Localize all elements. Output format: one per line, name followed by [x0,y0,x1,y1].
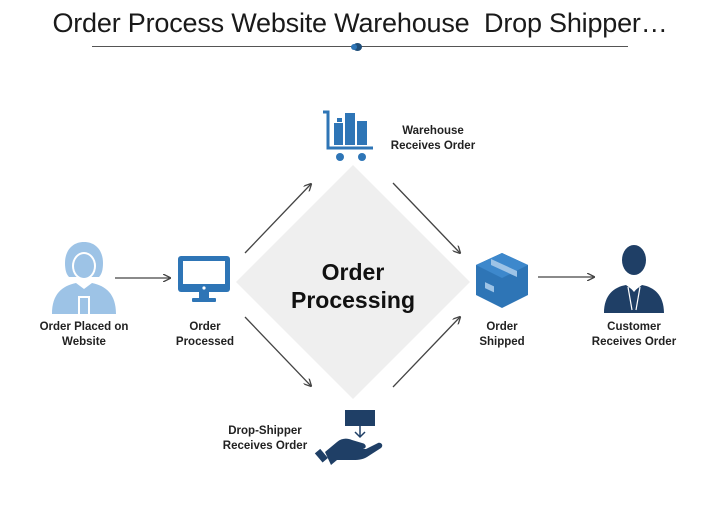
node-label-customer-receives: Customer Receives Order [574,320,694,350]
monitor-icon [178,256,230,302]
center-label-line2: Processing [291,287,415,313]
page-title: Order Process Website Warehouse Drop Shi… [52,8,668,38]
box-icon [476,253,528,308]
label-line: Customer [607,321,661,333]
arrow-dropshipper-to-shipped [392,317,460,388]
label-line: Drop-Shipper [228,425,302,437]
center-label: Order Processing [270,258,436,314]
label-line: Processed [175,336,235,348]
node-label-warehouse: Warehouse Receives Order [378,124,488,154]
person-male-icon [604,245,664,313]
hand-package-icon [314,410,383,465]
node-label-order-placed: Order Placed on Website [24,320,144,350]
arrow-processed-to-warehouse [244,184,311,254]
label-line: Receives Order [591,336,677,348]
order-processing-diamond [236,165,470,399]
label-line: Order [189,321,221,333]
label-line: Warehouse [402,125,464,137]
arrow-warehouse-to-shipped [392,182,460,253]
person-female-icon [52,242,116,314]
label-line: Receives Order [222,440,308,452]
center-label-line1: Order [321,259,385,285]
label-line: Order [486,321,518,333]
divider-dot [353,43,362,51]
node-label-order-shipped: Order Shipped [452,320,552,350]
arrow-processed-to-dropshipper [244,316,311,386]
divider-dot-accent [351,44,357,50]
warehouse-cart-icon [323,110,373,161]
node-label-dropshipper: Drop-Shipper Receives Order [210,424,320,454]
label-line: Receives Order [390,140,476,152]
node-label-order-processed: Order Processed [150,320,260,350]
label-line: Order Placed on [39,321,129,333]
label-line: Shipped [479,336,525,348]
label-line: Website [62,336,106,348]
